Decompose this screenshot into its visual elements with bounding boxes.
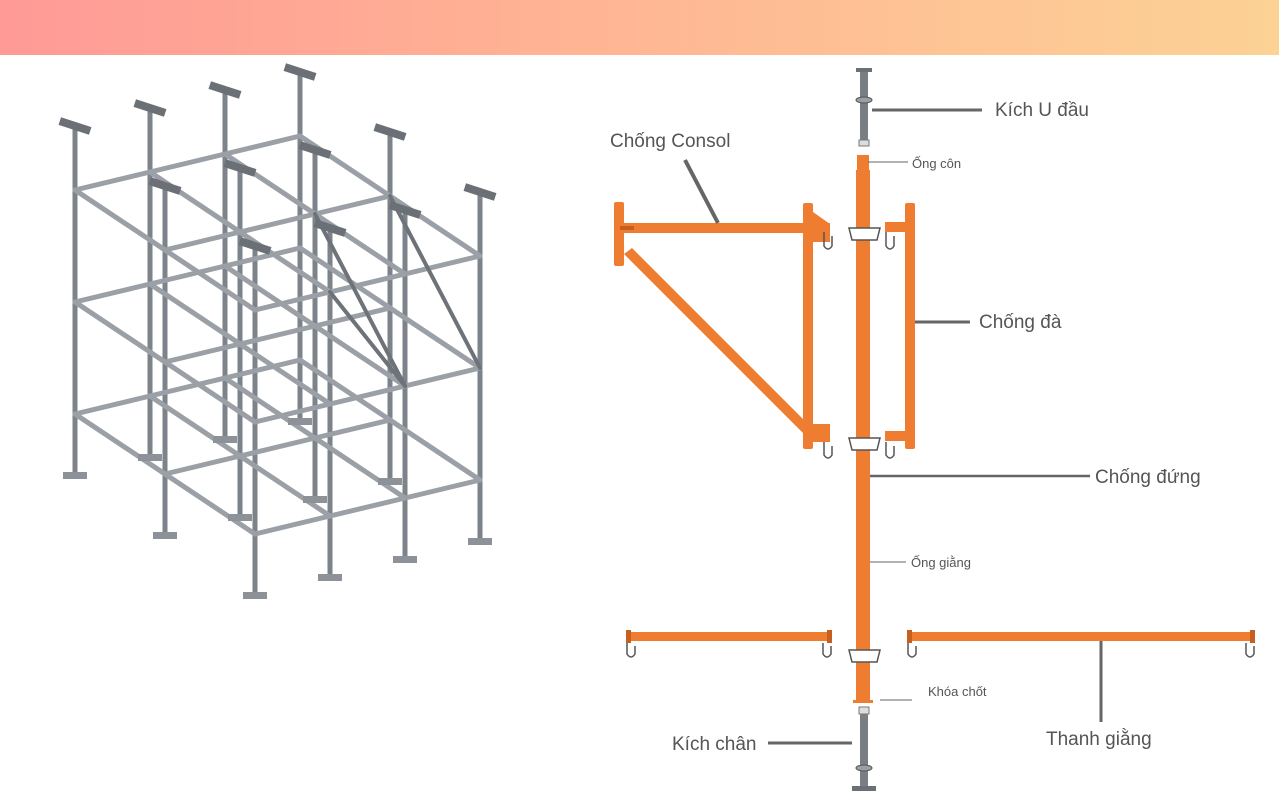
scaffold-ledger [72, 299, 168, 365]
scaffold-u-head [133, 99, 167, 117]
scaffold-u-head [148, 177, 182, 195]
scaffold-ledger [237, 435, 318, 459]
scaffold-base-plate [288, 418, 312, 425]
label-ong-con: Ống côn [912, 156, 961, 171]
label-chong-dung: Chống đứng [1095, 467, 1201, 488]
scaffold-ledger [162, 471, 258, 537]
scaffold-u-head [58, 117, 92, 135]
scaffold-assembly-illustration [58, 63, 497, 599]
scaffold-u-head [223, 159, 257, 177]
scaffold-ledger [297, 357, 393, 423]
scaffold-ledger [147, 393, 243, 459]
scaffold-ledger [312, 323, 408, 389]
label-chong-da: Chống đà [979, 312, 1062, 333]
label-chong-consol: Chống Consol [610, 131, 730, 152]
horizontal-ledger-left [626, 630, 832, 658]
scaffold-ledger [162, 341, 243, 365]
label-leader-lines [683, 108, 1103, 745]
scaffold-ledger [162, 229, 243, 253]
scaffold-ledger [72, 411, 168, 477]
scaffold-brace [328, 290, 407, 388]
scaffold-base-plate [318, 574, 342, 581]
scaffold-ledger [72, 393, 153, 417]
scaffold-ledger [72, 187, 168, 253]
horizontal-ledger-right [907, 630, 1255, 658]
beam-support-post [885, 203, 915, 449]
scaffold-base-plate [138, 454, 162, 461]
scaffold-ledger [402, 365, 483, 389]
scaffold-base-plate [63, 472, 87, 479]
scaffold-ledger [162, 359, 258, 425]
scaffold-u-head [388, 201, 422, 219]
scaffold-brace [313, 212, 407, 388]
console-bracket-pins [823, 232, 833, 459]
console-bracket [614, 202, 830, 449]
scaffold-base-plate [378, 478, 402, 485]
scaffold-ledger [147, 263, 228, 287]
scaffold-ledger [237, 323, 318, 347]
scaffold-ledger [312, 417, 393, 441]
scaffold-ledger [327, 383, 408, 407]
scaffold-ledger [312, 435, 408, 501]
scaffold-ledger [237, 453, 333, 519]
scaffold-brace [388, 194, 482, 370]
scaffold-ledger [222, 245, 303, 269]
scaffold-ledger [147, 375, 228, 399]
scaffold-base-plate [468, 538, 492, 545]
scaffold-ledger [252, 289, 333, 313]
scaffold-base-plate [228, 514, 252, 521]
scaffold-u-head [208, 81, 242, 99]
scaffold-ledger [222, 133, 303, 157]
scaffold-ledger [327, 271, 408, 295]
scaffold-ledger [147, 281, 243, 347]
label-thanh-giang: Thanh giằng [1046, 728, 1152, 750]
scaffold-ledger [252, 513, 333, 537]
label-kich-chan: Kích chân [672, 734, 757, 755]
scaffold-ledger [387, 305, 483, 371]
scaffold-ledger [312, 193, 393, 217]
scaffold-base-plate [243, 592, 267, 599]
scaffold-u-head [283, 63, 317, 81]
scaffold-base-plate [303, 496, 327, 503]
top-u-jack [855, 68, 873, 147]
scaffold-ledger [222, 375, 318, 441]
scaffold-base-plate [213, 436, 237, 443]
scaffold-ledger [297, 245, 393, 311]
scaffold-u-head [298, 141, 332, 159]
scaffold-ledger [402, 253, 483, 277]
label-ong-giang: Ống giằng [911, 555, 971, 570]
scaffold-ledger [222, 357, 303, 381]
scaffold-u-head [463, 183, 497, 201]
header-gradient-banner [0, 0, 1279, 55]
scaffold-ledger [147, 151, 228, 175]
scaffold-u-head [238, 237, 272, 255]
scaffold-ledger [237, 211, 318, 235]
scaffold-u-head [313, 219, 347, 237]
scaffold-ledger [402, 477, 483, 501]
label-khoa-chot: Khóa chốt [928, 684, 987, 699]
scaffold-ledger [327, 495, 408, 519]
scaffold-ledger [222, 263, 318, 329]
scaffold-base-plate [153, 532, 177, 539]
scaffold-ledger [237, 341, 333, 407]
scaffold-ledger [252, 401, 333, 425]
vertical-standard [848, 155, 881, 703]
scaffold-ledger [72, 281, 153, 305]
scaffold-ledger [162, 247, 258, 313]
label-kich-u-dau: Kích U đầu [995, 100, 1089, 121]
scaffold-ledger [387, 417, 483, 483]
scaffold-base-plate [393, 556, 417, 563]
bottom-base-jack [852, 706, 876, 791]
scaffold-ledger [72, 169, 153, 193]
scaffold-ledger [162, 453, 243, 477]
scaffold-u-head [373, 123, 407, 141]
